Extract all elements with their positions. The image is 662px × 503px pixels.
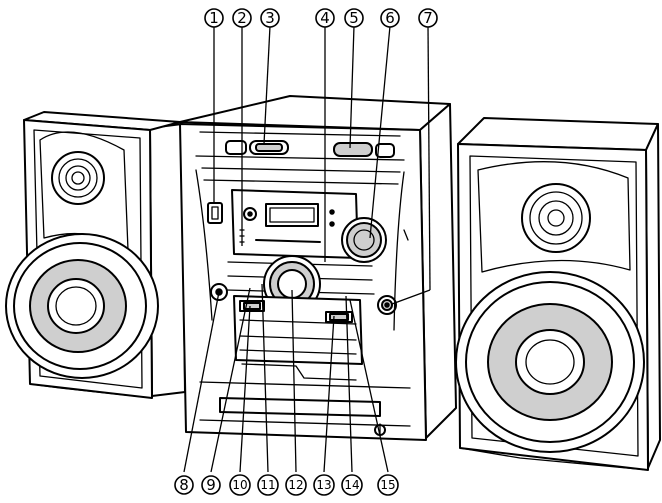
svg-text:15: 15 bbox=[380, 478, 395, 492]
svg-text:11: 11 bbox=[260, 478, 275, 492]
callout-4: 4 bbox=[315, 8, 335, 28]
left-woofer bbox=[5, 233, 159, 379]
svg-text:9: 9 bbox=[206, 476, 216, 494]
svg-text:10: 10 bbox=[232, 478, 247, 492]
callout-3: 3 bbox=[260, 8, 280, 28]
svg-text:4: 4 bbox=[320, 9, 330, 27]
callout-7: 7 bbox=[418, 8, 438, 28]
left-tweeter bbox=[51, 151, 105, 205]
callout-5: 5 bbox=[344, 8, 364, 28]
upper-knob bbox=[341, 217, 387, 263]
svg-text:3: 3 bbox=[265, 9, 275, 27]
callout-8: 8 bbox=[174, 475, 194, 495]
display-window bbox=[265, 203, 319, 227]
svg-text:5: 5 bbox=[349, 9, 359, 27]
callout-6: 6 bbox=[380, 8, 400, 28]
leader-lines bbox=[183, 25, 431, 473]
top-button-right bbox=[333, 142, 395, 158]
callout-9: 9 bbox=[201, 475, 221, 495]
callout-2: 2 bbox=[232, 8, 252, 28]
svg-text:14: 14 bbox=[344, 478, 359, 492]
callout-14: 14 bbox=[341, 474, 363, 496]
callout-15: 15 bbox=[377, 474, 399, 496]
svg-text:1: 1 bbox=[209, 9, 219, 27]
left-cassette-buttons bbox=[239, 300, 265, 312]
main-unit bbox=[179, 95, 457, 441]
callout-12: 12 bbox=[285, 474, 307, 496]
right-speaker bbox=[455, 117, 661, 471]
svg-text:7: 7 bbox=[423, 9, 433, 27]
left-speaker bbox=[5, 111, 186, 399]
power-button bbox=[207, 202, 223, 224]
right-jack bbox=[377, 295, 397, 315]
callout-13: 13 bbox=[313, 474, 335, 496]
callout-10: 10 bbox=[229, 474, 251, 496]
callout-1: 1 bbox=[204, 8, 224, 28]
top-button-left bbox=[225, 140, 289, 155]
svg-text:6: 6 bbox=[385, 9, 395, 27]
svg-text:13: 13 bbox=[316, 478, 331, 492]
right-cassette-buttons bbox=[325, 311, 353, 323]
callout-11: 11 bbox=[257, 474, 279, 496]
svg-text:8: 8 bbox=[179, 476, 189, 494]
top-callouts: 1 2 3 4 5 6 7 bbox=[204, 8, 438, 28]
right-tweeter bbox=[521, 183, 591, 253]
right-woofer bbox=[455, 271, 645, 453]
svg-text:12: 12 bbox=[288, 478, 303, 492]
bottom-callouts: 8 9 10 11 12 13 14 15 bbox=[174, 474, 399, 496]
svg-text:2: 2 bbox=[237, 9, 247, 27]
